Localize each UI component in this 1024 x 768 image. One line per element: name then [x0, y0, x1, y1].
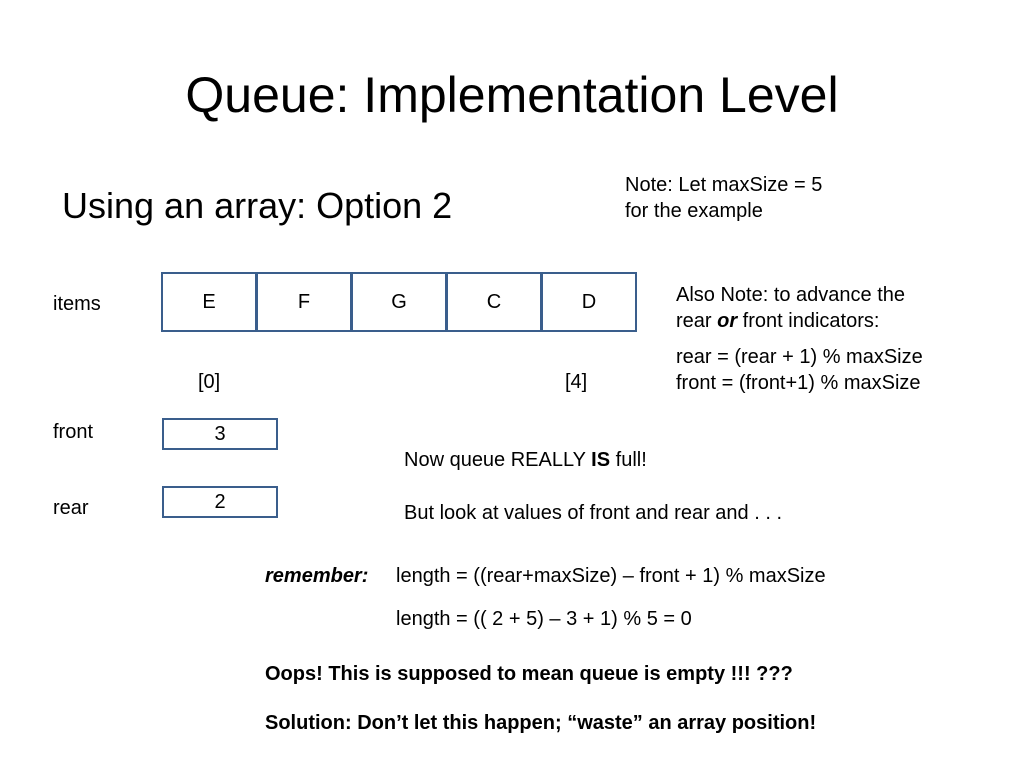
array-cell-4: D	[581, 290, 597, 313]
look-message: But look at values of front and rear and…	[404, 502, 782, 524]
note-line-1: Note: Let maxSize = 5	[625, 174, 823, 196]
full-msg-pre: Now queue REALLY	[404, 449, 592, 471]
index-first-label: [0]	[198, 371, 221, 393]
oops-message: Oops! This is supposed to mean queue is …	[265, 663, 793, 685]
array-cell-2: G	[353, 274, 448, 330]
index-last-label: [4]	[565, 371, 588, 393]
front-formula: front = (front+1) % maxSize	[676, 372, 921, 394]
queue-full-message: Now queue REALLY IS full!	[404, 448, 647, 472]
solution-message: Solution: Don’t let this happen; “waste”…	[265, 712, 817, 734]
slide-subtitle: Using an array: Option 2	[62, 185, 453, 226]
remember-word: remember:	[265, 565, 369, 587]
front-label: front	[53, 421, 94, 443]
also-note-rear-word: rear	[676, 310, 718, 332]
length-formula: length = ((rear+maxSize) – front + 1) % …	[396, 565, 826, 587]
items-array: E F G C D	[161, 272, 637, 332]
array-cell-0: E	[163, 274, 258, 330]
also-note: Also Note: to advance the rear or front …	[676, 282, 923, 396]
rear-value-box: 2	[162, 486, 278, 518]
also-note-line-2: rear or front indicators:	[676, 308, 923, 334]
slide-title: Queue: Implementation Level	[185, 67, 839, 123]
rear-formula: rear = (rear + 1) % maxSize	[676, 346, 923, 368]
full-msg-bold: IS	[591, 449, 611, 471]
array-cell-1: F	[258, 274, 353, 330]
length-computed: length = (( 2 + 5) – 3 + 1) % 5 = 0	[396, 608, 692, 630]
also-note-front-indicators: front indicators:	[737, 310, 880, 332]
rear-label: rear	[53, 497, 89, 519]
remember-label: remember:	[265, 564, 368, 588]
also-note-or-word: or	[717, 310, 738, 332]
items-label: items	[53, 293, 101, 315]
note-maxsize: Note: Let maxSize = 5 for the example	[625, 172, 822, 224]
also-note-line-1: Also Note: to advance the	[676, 284, 906, 306]
full-msg-post: full!	[610, 449, 647, 471]
array-cell-3: C	[448, 274, 543, 330]
front-value-box: 3	[162, 418, 278, 450]
note-line-2: for the example	[625, 200, 763, 222]
